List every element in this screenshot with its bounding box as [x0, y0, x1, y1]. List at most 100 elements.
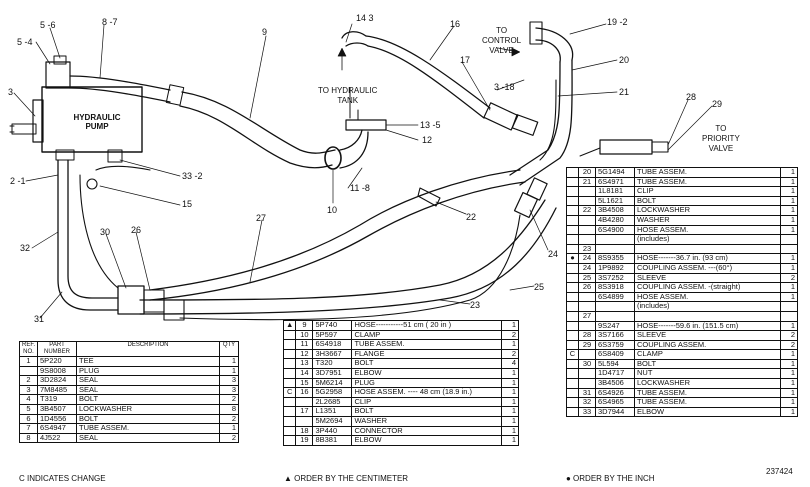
parts-cell-part: 4J522: [37, 432, 78, 444]
callout-14-3: 14 3: [356, 13, 374, 23]
parts-row: (includes): [566, 301, 798, 312]
callout-8-7: 8 -7: [102, 17, 118, 27]
parts-cell-no: [578, 368, 596, 380]
parts-cell-desc: SLEEVE: [634, 272, 781, 284]
parts-cell-no: 32: [578, 397, 596, 408]
parts-cell-no: 11: [295, 339, 314, 350]
parts-cell-no: 30: [578, 358, 596, 370]
callout-30: 30: [100, 227, 111, 237]
parts-cell-desc: LOCKWASHER: [634, 205, 781, 216]
callout-24: 24: [548, 249, 559, 259]
parts-cell-no: 5: [18, 403, 39, 415]
parts-cell-desc: COUPLING ASSEM. ---(60°): [634, 262, 781, 274]
parts-cell-sym: [282, 396, 297, 408]
parts-cell-qty: 2: [780, 330, 798, 341]
parts-cell-desc: BOLT: [351, 358, 502, 369]
hydraulic-pump-label: HYDRAULIC PUMP: [73, 113, 121, 131]
callout-13-5: 13 -5: [420, 120, 441, 130]
parts-cell-part: 8S3918: [595, 282, 635, 293]
parts-cell-qty: 1: [219, 356, 239, 367]
parts-cell-part: 3D7951: [312, 367, 353, 379]
to-control-valve-label: TO CONTROL VALVE: [482, 26, 522, 55]
parts-cell-part: 5G1494: [595, 167, 635, 178]
parts-cell-desc: TUBE ASSEM.: [634, 387, 781, 399]
parts-cell-part: 6S8409: [595, 349, 635, 360]
parts-cell-qty: 1: [780, 214, 798, 226]
to-hydraulic-tank-label: TO HYDRAULIC TANK: [318, 86, 378, 105]
parts-cell-desc: TUBE ASSEM.: [634, 167, 781, 178]
parts-cell-sym: [282, 348, 297, 360]
parts-cell-no: 9: [295, 320, 314, 331]
drawing-number: 237424: [766, 467, 793, 476]
parts-cell-desc: (includes): [634, 234, 781, 245]
callout-29: 29: [712, 99, 723, 109]
centimeter-note: ▲ ORDER BY THE CENTIMETER: [284, 474, 409, 483]
parts-cell-part: 5P220: [37, 356, 78, 367]
parts-cell-no: [578, 349, 596, 360]
parts-cell-qty: 1: [501, 435, 519, 446]
parts-cell-part: 6S4918: [312, 339, 353, 350]
parts-cell-qty: [780, 310, 798, 322]
parts-cell-qty: 1: [780, 167, 798, 178]
parts-cell-qty: 1: [780, 253, 798, 264]
parts-cell-qty: 1: [780, 291, 798, 303]
parts-cell-part: 3D7944: [595, 406, 635, 418]
parts-cell-desc: TEE: [76, 356, 220, 367]
parts-cell-no: 8: [18, 432, 39, 444]
inch-note: ● ORDER BY THE INCH: [566, 474, 655, 483]
callout-31: 31: [34, 314, 45, 324]
parts-cell-sym: [566, 368, 579, 380]
callout-20: 20: [619, 55, 630, 65]
parts-cell-part: 6S4900: [595, 224, 635, 236]
parts-cell-qty: 1: [501, 415, 519, 427]
parts-cell-desc: CONNECTOR: [351, 425, 502, 437]
callout-16: 16: [450, 19, 461, 29]
parts-cell-sym: [566, 397, 579, 408]
parts-cell-part: 3S7166: [595, 330, 635, 341]
parts-cell-desc: CLAMP: [351, 329, 502, 341]
parts-cell-sym: C: [566, 349, 579, 360]
parts-cell-sym: [282, 415, 297, 427]
parts-row: (includes): [566, 234, 798, 245]
parts-cell-part: 8B381: [312, 435, 353, 446]
hose-27: [149, 169, 521, 291]
hydraulic-pump: [9, 55, 143, 163]
callout-9: 9: [262, 27, 268, 37]
parts-cell-desc: WASHER: [634, 214, 781, 226]
callout-12: 12: [422, 135, 433, 145]
parts-cell-desc: PLUG: [351, 377, 502, 389]
parts-cell-sym: [566, 272, 579, 284]
hose-9-inner: [179, 105, 333, 169]
callout-15: 15: [182, 199, 193, 209]
parts-cell-desc: SEAL: [76, 384, 220, 396]
parts-cell-sym: [566, 330, 579, 341]
tube-31: [79, 174, 119, 289]
tube-21: [539, 79, 557, 161]
parts-cell-no: 16: [295, 387, 314, 398]
callout-26: 26: [131, 225, 142, 235]
callout-32: 32: [20, 243, 31, 253]
parts-cell-desc: LOCKWASHER: [634, 378, 781, 389]
parts-cell-part: 5G2958: [312, 387, 353, 398]
callout-2-1: 2 -1: [10, 176, 26, 186]
parts-cell-no: 7: [18, 423, 39, 434]
hose-9: [181, 91, 336, 154]
parts-cell-sym: [566, 358, 579, 370]
parts-cell-sym: [566, 291, 579, 303]
parts-cell-part: 1P9892: [595, 262, 635, 274]
callout-33-2: 33 -2: [182, 171, 203, 181]
parts-cell-desc: HOSE ASSEM. ---- 48 cm (18.9 in.): [351, 387, 502, 398]
parts-cell-sym: C: [282, 387, 297, 398]
parts-cell-desc: WASHER: [351, 415, 502, 427]
parts-cell-sym: ●: [566, 253, 579, 264]
parts-cell-qty: [780, 301, 798, 312]
